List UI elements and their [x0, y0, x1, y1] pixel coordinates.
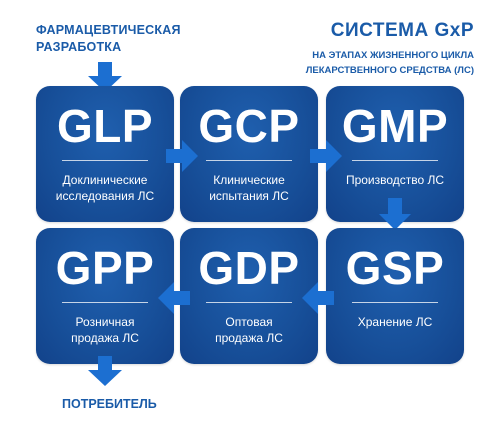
- arrow-left-icon: [158, 282, 190, 314]
- tile-desc-line1: Производство ЛС: [345, 173, 445, 187]
- start-label: ФАРМАЦЕВТИЧЕСКАЯ РАЗРАБОТКА: [36, 22, 181, 56]
- tile-description: Оптовая продажа ЛС: [186, 314, 312, 346]
- tile-code: GPP: [55, 242, 155, 294]
- tile-divider: [352, 302, 438, 303]
- start-label-line2: РАЗРАБОТКА: [36, 40, 122, 54]
- tile-divider: [62, 160, 148, 161]
- arrow-down-icon: [88, 356, 122, 386]
- tile-code: GCP: [198, 100, 300, 152]
- tile-code: GDP: [198, 242, 300, 294]
- tile-description: Клинические испытания ЛС: [186, 172, 312, 204]
- tile-desc-line1: Доклинические: [62, 173, 148, 187]
- tile-desc-line2: испытания ЛС: [209, 189, 289, 203]
- tile-description: Хранение ЛС: [332, 314, 458, 330]
- tile-description: Доклинические исследования ЛС: [42, 172, 168, 204]
- tile-code: GLP: [56, 100, 154, 152]
- subtitle-line2: ЛЕКАРСТВЕННОГО СРЕДСТВА (ЛС): [305, 65, 474, 76]
- tile-glp: GLP Доклинические исследования ЛС: [36, 86, 174, 222]
- tile-desc-line2: продажа ЛС: [215, 331, 283, 345]
- arrow-right-icon: [166, 140, 198, 172]
- tile-divider: [206, 160, 292, 161]
- end-label: ПОТРЕБИТЕЛЬ: [62, 397, 157, 411]
- tile-desc-line2: исследования ЛС: [55, 189, 155, 203]
- tile-gpp: GPP Розничная продажа ЛС: [36, 228, 174, 364]
- tile-desc-line1: Оптовая: [225, 315, 273, 329]
- tile-gdp: GDP Оптовая продажа ЛС: [180, 228, 318, 364]
- tile-desc-line2: продажа ЛС: [71, 331, 139, 345]
- start-label-line1: ФАРМАЦЕВТИЧЕСКАЯ: [36, 23, 181, 37]
- tile-desc-line1: Розничная: [75, 315, 135, 329]
- tile-code: GSP: [345, 242, 445, 294]
- tile-gsp: GSP Хранение ЛС: [326, 228, 464, 364]
- arrow-down-icon: [379, 198, 411, 230]
- tile-description: Производство ЛС: [332, 172, 458, 188]
- arrow-left-icon: [302, 282, 334, 314]
- arrow-right-icon: [310, 140, 342, 172]
- tile-divider: [352, 160, 438, 161]
- tile-description: Розничная продажа ЛС: [42, 314, 168, 346]
- diagram-title: СИСТЕМА GxP: [330, 20, 474, 41]
- arrow-down-icon: [88, 62, 122, 92]
- tile-code: GMP: [341, 100, 449, 152]
- title-block: СИСТЕМА GxP НА ЭТАПАХ ЖИЗНЕННОГО ЦИКЛА Л…: [306, 20, 474, 78]
- subtitle-line1: НА ЭТАПАХ ЖИЗНЕННОГО ЦИКЛА: [312, 50, 474, 61]
- tile-gcp: GCP Клинические испытания ЛС: [180, 86, 318, 222]
- tile-divider: [62, 302, 148, 303]
- tile-desc-line1: Хранение ЛС: [357, 315, 433, 329]
- tile-desc-line1: Клинические: [213, 173, 285, 187]
- diagram-subtitle: НА ЭТАПАХ ЖИЗНЕННОГО ЦИКЛА ЛЕКАРСТВЕННОГ…: [306, 48, 474, 78]
- tile-divider: [206, 302, 292, 303]
